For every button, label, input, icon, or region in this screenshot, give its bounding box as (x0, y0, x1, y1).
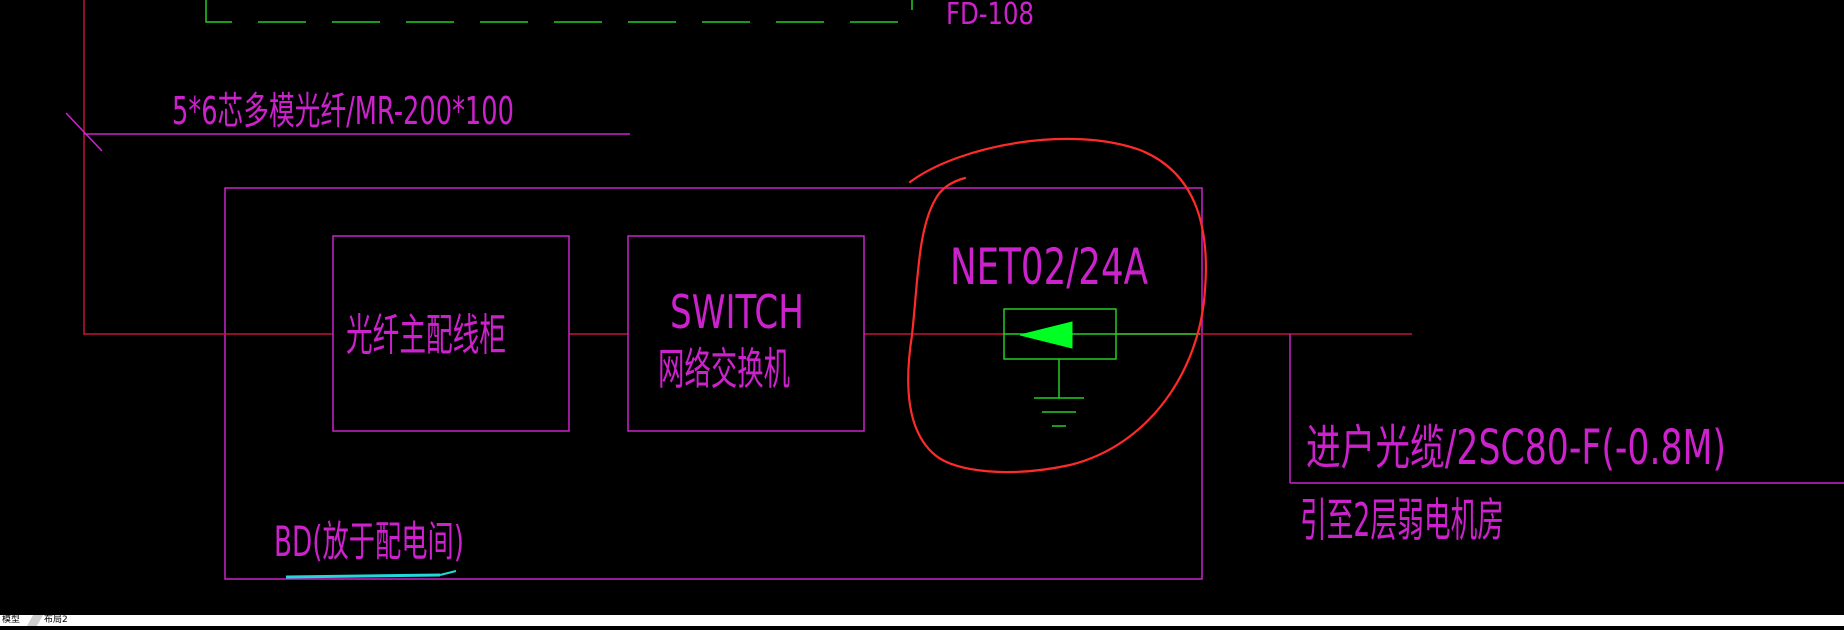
switch-box (627, 235, 865, 432)
destination-label: 引至2层弱电机房 (1300, 493, 1504, 547)
ground-icon (1034, 359, 1084, 427)
layout-tab-bar: 模型 布局2 (0, 615, 1844, 626)
switch-label-en: SWITCH (670, 285, 804, 339)
tab-layout[interactable]: 布局2 (44, 615, 68, 625)
bd-underline-tail (439, 570, 457, 576)
cable-label: 5*6芯多模光纤/MR-200*100 (172, 89, 514, 133)
fiber-cabinet-label: 光纤主配线柜 (346, 310, 506, 361)
cable-tick (65, 112, 103, 152)
fiber-cabinet-box (332, 235, 570, 432)
markup-circle (907, 137, 1207, 474)
bd-underline (285, 573, 441, 579)
bd-label: BD(放于配电间) (274, 517, 464, 566)
switch-label-cn: 网络交换机 (658, 344, 790, 395)
fd-dashed-box (205, 0, 913, 23)
surge-protector-icon (1003, 308, 1117, 360)
protector-label: NET02/24A (950, 238, 1148, 296)
tab-model[interactable]: 模型 (2, 615, 21, 625)
tab-separator (26, 615, 44, 626)
bd-outer-box (224, 187, 1203, 580)
incoming-cable-label: 进户光缆/2SC80-F(-0.8M) (1306, 420, 1726, 476)
fd-label: FD-108 (946, 0, 1034, 32)
